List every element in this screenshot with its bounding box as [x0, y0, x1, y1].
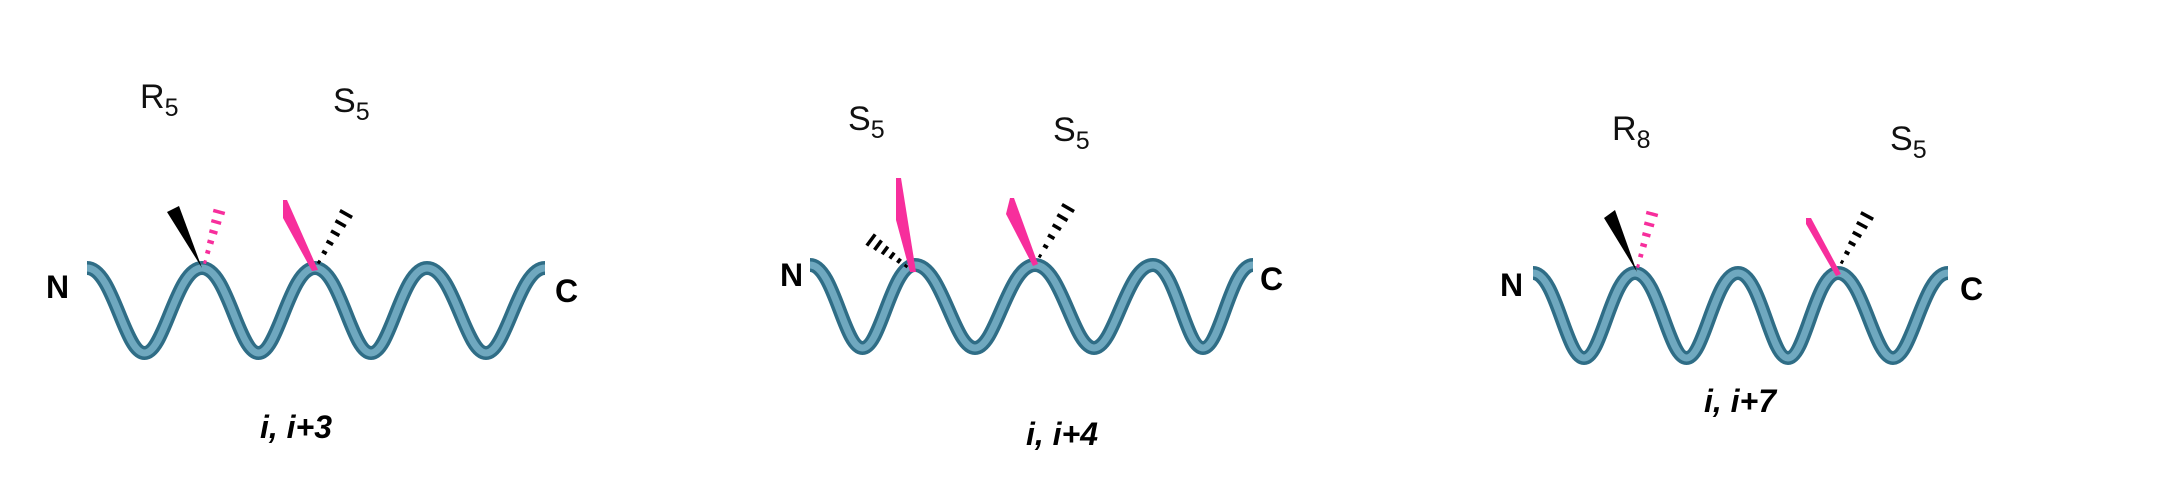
- hashed-bond-stroke: [1061, 202, 1075, 214]
- residue-label-left: R5: [140, 78, 178, 122]
- alpha-helix: [85, 260, 547, 361]
- hashed-bond-stroke: [208, 229, 218, 235]
- hashed-bond-stroke: [325, 239, 334, 247]
- hashed-bond-stroke: [1641, 232, 1651, 238]
- staple-crosslink: [898, 23, 1023, 200]
- black-wedge-bond: [1604, 210, 1637, 272]
- panel-i-i4: S5 S5 N C i, i+4: [780, 23, 1283, 452]
- hashed-bond-stroke: [1843, 250, 1851, 256]
- hashed-bond-stroke: [210, 218, 222, 226]
- hashed-bond-stroke: [1636, 263, 1640, 269]
- hashed-bond-stroke: [1645, 210, 1659, 218]
- hashed-bond-stroke: [1851, 230, 1863, 239]
- hashed-bond-stroke: [1047, 233, 1056, 241]
- n-terminus-label: N: [780, 257, 803, 293]
- hashed-bond-stroke: [1855, 220, 1869, 230]
- hashed-bond-stroke: [888, 251, 896, 260]
- pink-wedge-bond: [1006, 198, 1038, 266]
- hashed-bond-stroke: [205, 249, 211, 255]
- hashed-bond-stroke: [1847, 240, 1857, 247]
- residue-label-right: S5: [1890, 120, 1927, 164]
- hashed-bond-stroke: [321, 249, 328, 256]
- helix-ribbon: [1532, 269, 1949, 362]
- hashed-bond-stroke: [1042, 243, 1049, 250]
- hashed-bond-stroke: [334, 219, 347, 229]
- n-terminus-label: N: [46, 269, 69, 305]
- hashed-bond-stroke: [1037, 253, 1043, 259]
- alpha-helix: [808, 257, 1255, 356]
- residue-label-left: R8: [1612, 110, 1650, 154]
- hashed-bond-stroke: [880, 245, 890, 256]
- hashed-bond-stroke: [203, 259, 207, 265]
- hashed-bond-stroke: [316, 259, 322, 265]
- c-terminus-label: C: [1960, 271, 1983, 307]
- panel-caption: i, i+4: [1026, 416, 1098, 452]
- pink-wedge-bond: [283, 200, 318, 271]
- hashed-bond-stroke: [206, 239, 215, 245]
- alkene-double-bond: [1766, 80, 1787, 125]
- panel-i-i7: R8 S5 N C i, i+7: [1500, 50, 1983, 419]
- residue-label-right: S5: [333, 82, 370, 126]
- c-terminus-label: C: [555, 273, 578, 309]
- hashed-bond-stroke: [339, 209, 353, 219]
- residue-label-right: S5: [1053, 111, 1090, 155]
- alpha-helix: [1531, 265, 1950, 366]
- residue-label-left: S5: [848, 100, 885, 144]
- panel-caption: i, i+7: [1704, 383, 1778, 419]
- hashed-bond-stroke: [212, 208, 226, 216]
- pink-wedge-bond: [896, 178, 916, 272]
- n-terminus-label: N: [1500, 267, 1523, 303]
- hashed-bond-stroke: [903, 263, 909, 269]
- staple-crosslink: [198, 30, 315, 203]
- hashed-bond-stroke: [1056, 213, 1069, 223]
- hashed-bond-stroke: [873, 239, 883, 251]
- hashed-bond-stroke: [1051, 223, 1062, 232]
- hashed-bond-stroke: [1839, 259, 1845, 265]
- staple-crosslink: [1650, 50, 1848, 220]
- pink-wedge-bond: [1806, 218, 1841, 276]
- panel-caption: i, i+3: [260, 409, 332, 445]
- panel-i-i3: R5 S5 N C i, i+3: [46, 30, 578, 445]
- hashed-bond-stroke: [1639, 242, 1648, 248]
- hashed-bond-stroke: [1638, 253, 1644, 258]
- hashed-bond-stroke: [1643, 221, 1655, 228]
- hashed-bond-stroke: [1860, 211, 1874, 221]
- hashed-bond-stroke: [330, 229, 341, 238]
- hashed-bond-stroke: [896, 257, 902, 264]
- hashed-bond-stroke: [865, 233, 877, 247]
- black-wedge-bond: [167, 206, 202, 268]
- c-terminus-label: C: [1260, 261, 1283, 297]
